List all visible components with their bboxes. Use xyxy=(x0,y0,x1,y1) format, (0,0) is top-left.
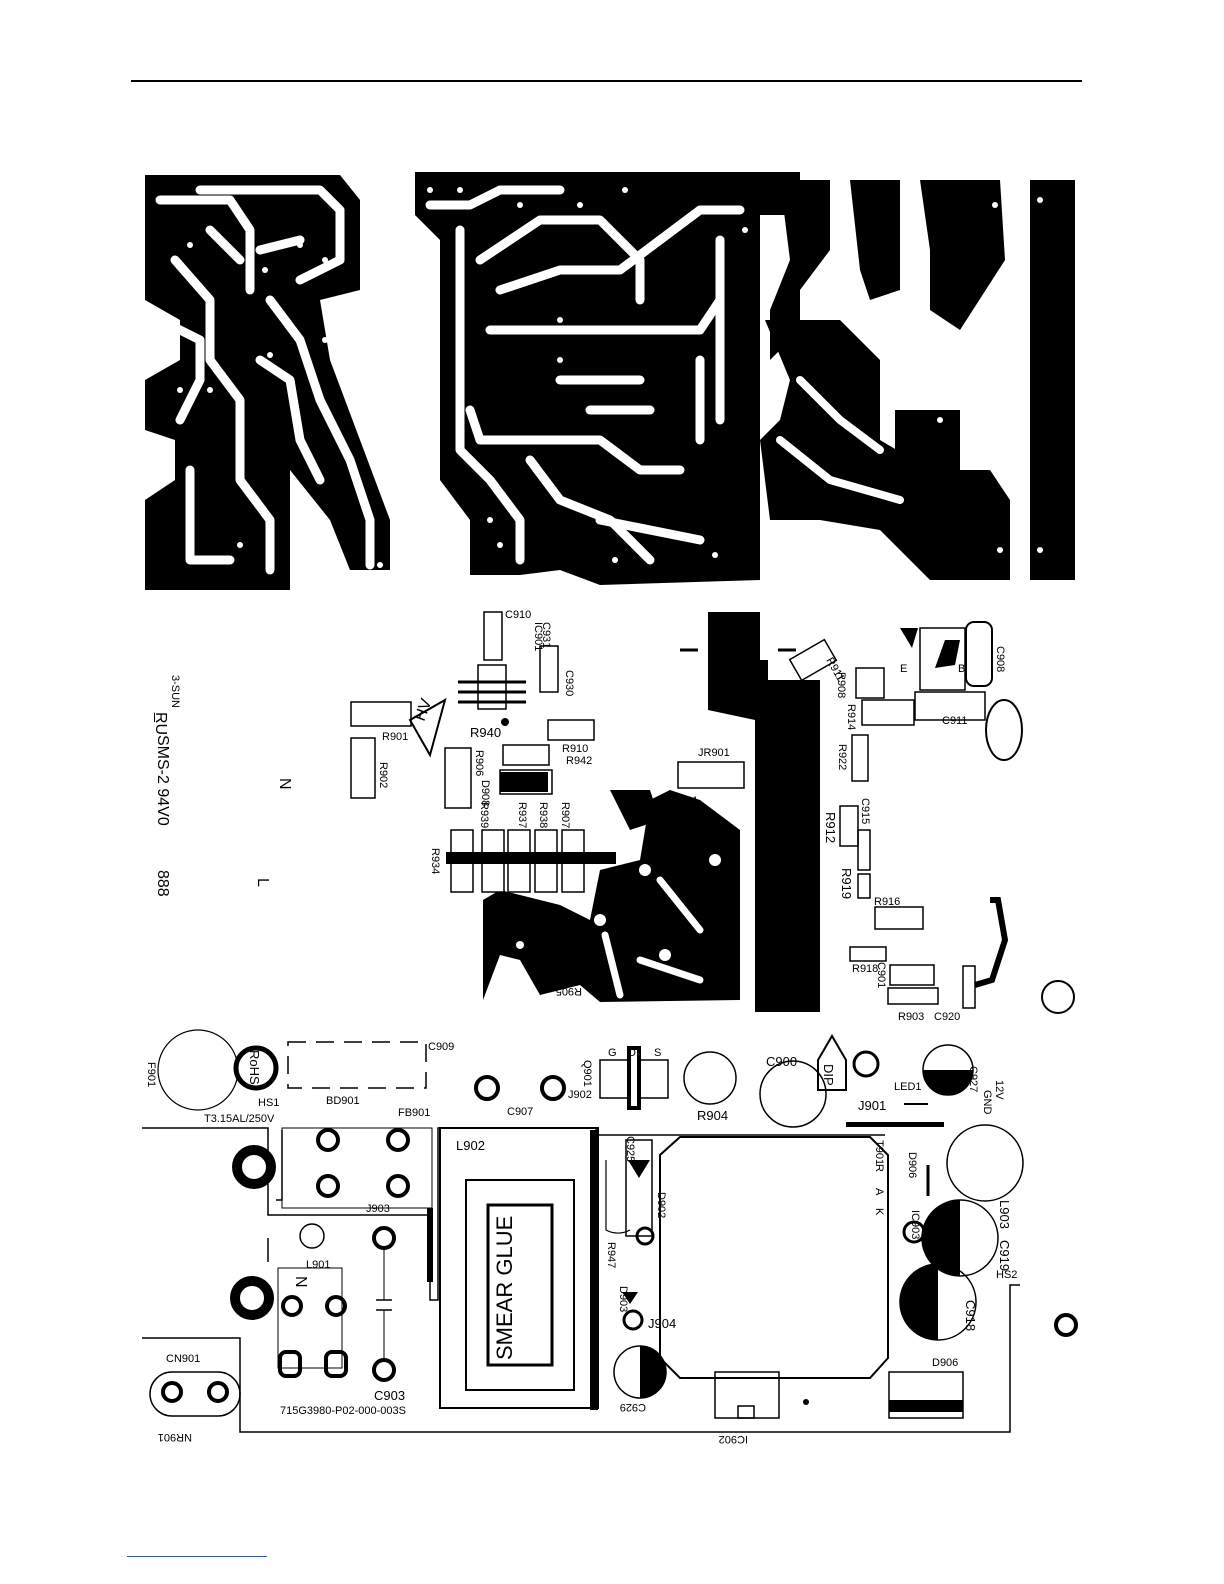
ref-r938: R938 xyxy=(537,802,549,828)
ul-mark: R̲U xyxy=(152,712,169,735)
mains-n: N xyxy=(276,778,293,790)
material-text: SMS-2 94V0 xyxy=(154,735,171,826)
ref-c931: C931 xyxy=(540,622,552,648)
ref-bd901: BD901 xyxy=(326,1095,360,1107)
ref-c918: C918 xyxy=(963,1300,978,1331)
ref-c908: C908 xyxy=(994,646,1006,672)
pin-s: S xyxy=(654,1047,661,1059)
ref-r916: R916 xyxy=(874,896,900,908)
ref-l901: L901 xyxy=(306,1259,330,1271)
ref-j902: J902 xyxy=(568,1089,592,1101)
ref-c915: C915 xyxy=(859,798,871,824)
ref-r905: R905 xyxy=(556,985,582,997)
ref-r941: R941 xyxy=(672,795,698,807)
ref-ic901: IC901 xyxy=(532,622,544,651)
ref-nr901: NR901 xyxy=(158,1431,192,1443)
ref-t901: T901 xyxy=(873,1140,885,1165)
rohs-label: RoHS xyxy=(247,1050,262,1085)
ref-c900: C900 xyxy=(766,1054,797,1069)
ref-cn901: CN901 xyxy=(166,1353,200,1365)
ref-c910: C910 xyxy=(505,609,531,621)
ref-r947: R947 xyxy=(605,1242,617,1268)
ref-c929: C929 xyxy=(620,1401,646,1413)
ref-fb901: FB901 xyxy=(398,1107,430,1119)
ref-c911: C911 xyxy=(942,715,967,727)
smear-glue: SMEAR GLUE xyxy=(492,1216,517,1360)
ref-hs1: HS1 xyxy=(258,1097,279,1109)
ref-hs2: HS2 xyxy=(996,1269,1017,1281)
middle-section xyxy=(350,611,1075,1014)
ref-r939: R939 xyxy=(478,802,490,828)
ref-d906: D906 xyxy=(932,1357,958,1369)
ref-r907: R907 xyxy=(559,802,571,828)
labels: 3-SUN R̲U SMS-2 94V0 888 N L HV R901 R90… xyxy=(145,609,1017,1445)
ref-r914: R914 xyxy=(845,704,857,730)
ref-r919: R919 xyxy=(839,868,854,899)
ref-c907: C907 xyxy=(507,1106,533,1118)
ref-c927: C927 xyxy=(967,1066,979,1092)
ref-c919: C919 xyxy=(997,1240,1012,1271)
ref-r908: R908 xyxy=(835,672,847,698)
ref-j904: J904 xyxy=(648,1316,676,1331)
ref-c903: C903 xyxy=(374,1388,405,1403)
ref-j903: J903 xyxy=(366,1203,390,1215)
hv-label: HV xyxy=(412,696,436,723)
pin-g: G xyxy=(608,1047,617,1059)
ref-ic902: IC902 xyxy=(719,1433,748,1445)
ref-r901: R901 xyxy=(382,731,408,743)
ref-r942: R942 xyxy=(566,755,592,767)
ref-r922: R922 xyxy=(836,744,848,770)
ref-c901: C901 xyxy=(875,962,887,988)
ref-r906: R906 xyxy=(473,750,485,776)
ref-d908: D908 xyxy=(479,780,491,806)
ref-d902: D902 xyxy=(655,1192,667,1218)
pin-k: K xyxy=(873,1208,885,1216)
ref-r937: R937 xyxy=(516,802,528,828)
fuse-rating: T3.15AL/250V xyxy=(204,1113,275,1125)
ref-c920: C920 xyxy=(934,1011,960,1023)
ref-r910: R910 xyxy=(562,743,588,755)
ref-d906b: D906 xyxy=(906,1152,918,1178)
ref-l903: L903 xyxy=(997,1200,1012,1229)
ref-j901: J901 xyxy=(858,1098,886,1113)
mains-n-lower: N xyxy=(292,1276,309,1288)
logo-text: 3-SUN xyxy=(169,675,181,708)
output-12v: 12V xyxy=(993,1080,1005,1100)
ref-ic903: IC903 xyxy=(909,1210,921,1239)
marking-block: 888 xyxy=(154,870,171,897)
header-rule xyxy=(131,80,1082,82)
part-number: 715G3980-P02-000-003S xyxy=(280,1405,406,1417)
ref-d903: D903 xyxy=(617,1286,629,1312)
ref-r918: R918 xyxy=(852,963,878,975)
copper-layer xyxy=(145,172,1075,590)
ref-r902: R902 xyxy=(377,762,389,788)
pin-r: R xyxy=(873,1164,885,1172)
pin-a: A xyxy=(873,1188,885,1196)
ref-c909: C909 xyxy=(428,1041,454,1053)
bottom-section xyxy=(142,1029,1078,1433)
pin-d: D xyxy=(628,1047,636,1059)
ref-led1: LED1 xyxy=(894,1081,922,1093)
ref-r912: R912 xyxy=(823,812,838,843)
ref-l902: L902 xyxy=(456,1138,485,1153)
ref-c925: C925 xyxy=(624,1136,636,1162)
pin-e: E xyxy=(900,663,907,675)
ref-q901: Q901 xyxy=(581,1060,593,1087)
output-gnd: GND xyxy=(981,1090,993,1115)
ref-r934: R934 xyxy=(429,848,441,874)
ref-jr901: JR901 xyxy=(698,747,730,759)
ref-r904: R904 xyxy=(697,1108,728,1123)
ref-r903: R903 xyxy=(898,1011,924,1023)
ref-f901: F901 xyxy=(145,1062,157,1087)
ref-c930: C930 xyxy=(563,670,575,696)
ref-r940: R940 xyxy=(470,725,501,740)
footer-link-underline xyxy=(127,1556,267,1557)
pin-b: B xyxy=(958,663,965,675)
mains-l: L xyxy=(254,878,271,887)
dip-label: DIP xyxy=(821,1064,836,1086)
